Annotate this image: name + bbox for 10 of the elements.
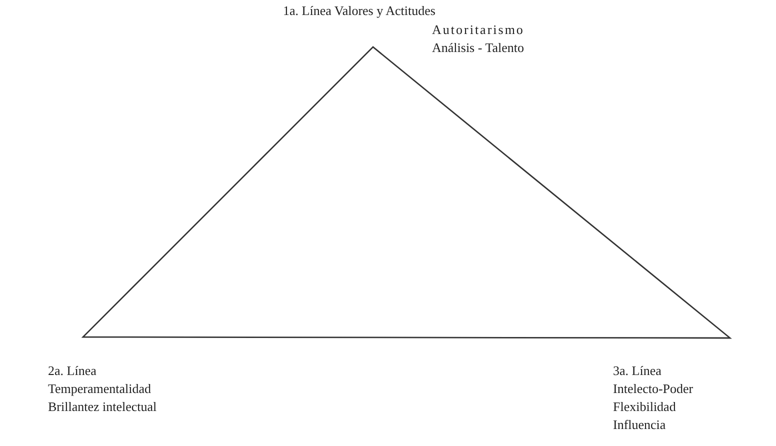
- vertex-label: Análisis - Talento: [432, 40, 524, 55]
- vertex-label: Flexibilidad: [613, 399, 676, 414]
- vertex-label: 3a. Línea: [613, 363, 662, 378]
- vertex-label: Intelecto-Poder: [613, 381, 694, 396]
- vertex-label: Autoritarismo: [432, 22, 524, 37]
- vertex-label: Temperamentalidad: [48, 381, 152, 396]
- vertex-label: Brillantez intelectual: [48, 399, 157, 414]
- vertex-label: Influencia: [613, 417, 666, 432]
- vertex-label: 1a. Línea Valores y Actitudes: [283, 3, 436, 18]
- vertex-label: 2a. Línea: [48, 363, 96, 378]
